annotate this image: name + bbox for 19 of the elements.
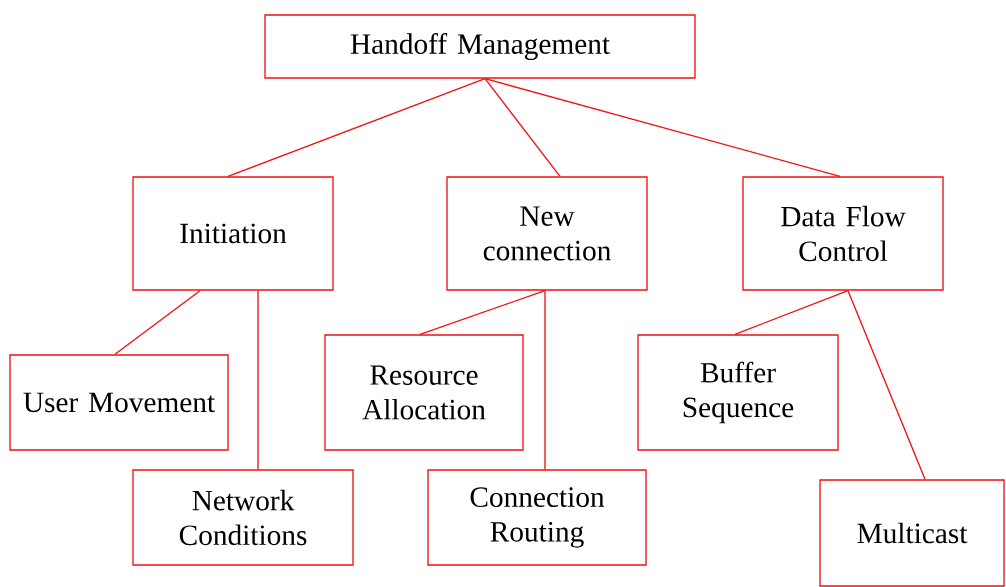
process-box: Buffer Sequence — [637, 334, 839, 451]
connector-line — [227, 78, 486, 177]
connector-line — [847, 290, 926, 480]
connector-line — [257, 290, 259, 470]
process-box: Resource Allocation — [324, 334, 524, 451]
connector-line — [484, 78, 561, 177]
process-box: Data Flow Control — [742, 176, 944, 291]
process-box: Network Conditions — [132, 469, 354, 566]
process-box: Initiation — [132, 176, 334, 291]
process-box: User Movement — [9, 354, 229, 451]
process-box: Handoff Management — [264, 14, 696, 79]
connector-line — [484, 78, 841, 177]
connector-line — [544, 290, 546, 470]
connector-line — [114, 290, 201, 355]
connector-line — [734, 290, 849, 335]
connector-line — [419, 290, 546, 335]
process-box: Multicast — [819, 479, 1005, 587]
process-box: New connection — [446, 176, 648, 291]
process-box: Connection Routing — [427, 469, 647, 566]
